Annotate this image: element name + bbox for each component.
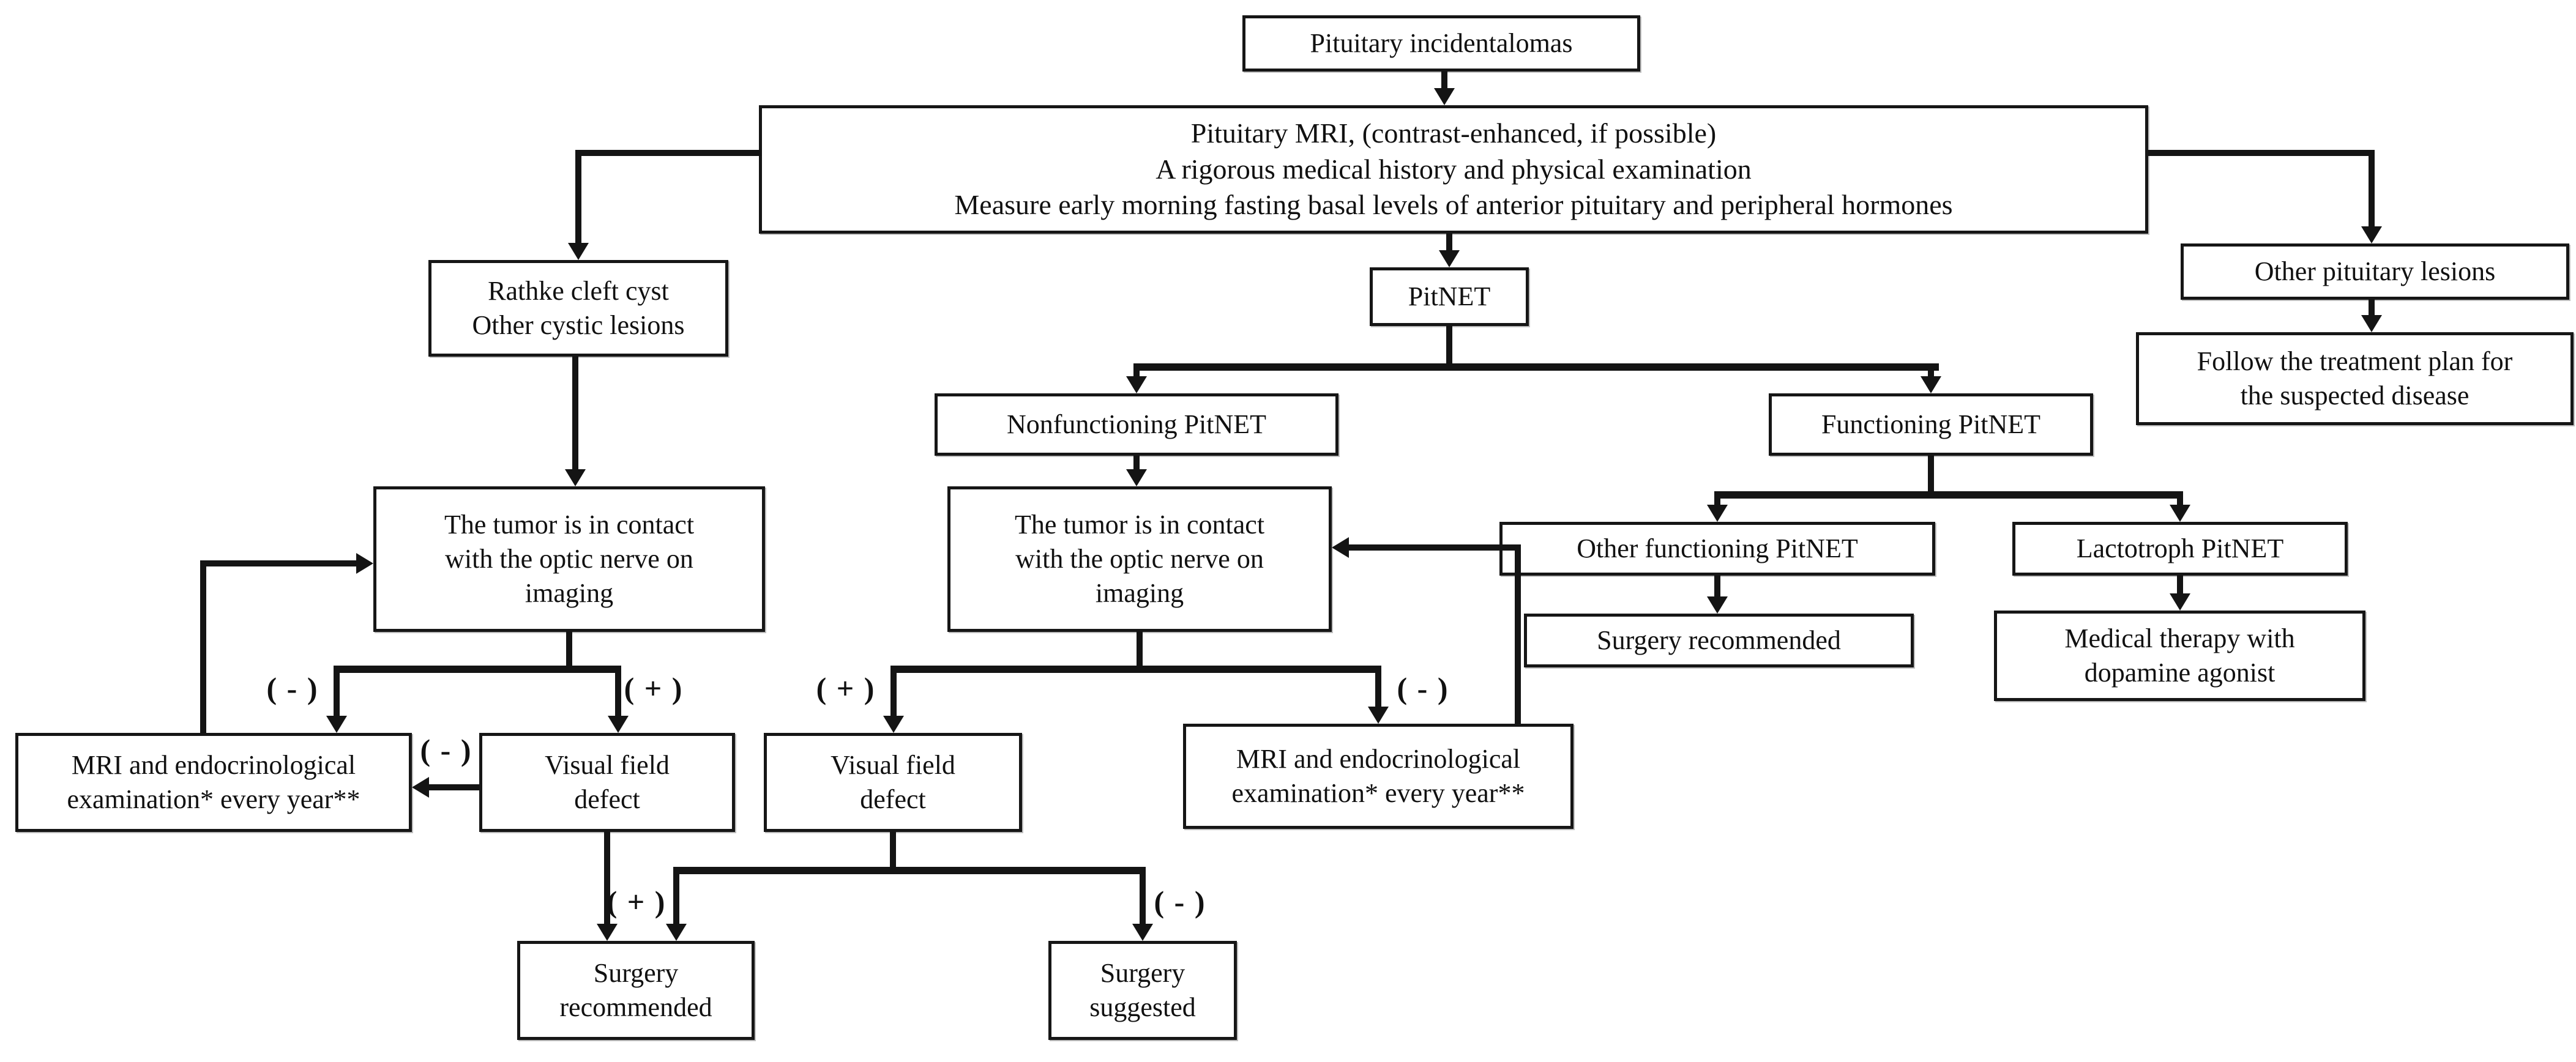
node-follow-treatment-plan: Follow the treatment plan for the suspec… bbox=[2136, 332, 2574, 425]
arrowhead-left-icon bbox=[412, 777, 429, 798]
arrowhead-down-icon bbox=[1126, 376, 1147, 393]
node-initial-workup: Pituitary MRI, (contrast-enhanced, if po… bbox=[759, 105, 2148, 234]
node-mri-endocrine-exam-right: MRI and endocrinological examination* ev… bbox=[1183, 724, 1574, 829]
edge-vfdleft-to-surgery bbox=[604, 832, 610, 924]
edge-pitnet-bar bbox=[1133, 363, 1939, 371]
edge-vfdmid-neg-v bbox=[1140, 867, 1146, 924]
edge-ltumor-bar bbox=[334, 666, 621, 673]
node-visual-field-defect-mid: Visual field defect bbox=[764, 733, 1022, 832]
edge-to-lactotroph bbox=[2177, 491, 2183, 507]
edge-pitnet-stem bbox=[1446, 326, 1452, 365]
edge-label-bottom-positive: ( + ) bbox=[607, 885, 666, 919]
edge-func-stem bbox=[1928, 456, 1934, 492]
node-other-pituitary-lesions: Other pituitary lesions bbox=[2181, 243, 2569, 300]
edge-overview-to-rathke-h bbox=[575, 150, 762, 156]
node-surgery-suggested: Surgery suggested bbox=[1048, 941, 1237, 1040]
node-pitnet: PitNET bbox=[1370, 267, 1529, 326]
edge-rathke-to-tumor bbox=[572, 357, 578, 470]
node-lactotroph-pitnet: Lactotroph PitNET bbox=[2012, 522, 2348, 576]
arrowhead-down-icon bbox=[1126, 469, 1147, 486]
arrowhead-down-icon bbox=[1921, 376, 1941, 393]
arrowhead-down-icon bbox=[883, 716, 904, 733]
edge-mtumor-neg-v bbox=[1375, 666, 1381, 708]
edge-overview-to-rathke-v bbox=[575, 150, 581, 243]
node-pituitary-incidentalomas: Pituitary incidentalomas bbox=[1242, 15, 1640, 72]
arrowhead-down-icon bbox=[565, 469, 586, 486]
edge-overview-to-pitnet bbox=[1446, 234, 1452, 251]
node-other-functioning-pitnet: Other functioning PitNET bbox=[1499, 522, 1935, 576]
node-tumor-optic-contact-left: The tumor is in contact with the optic n… bbox=[373, 486, 765, 632]
arrowhead-right-icon bbox=[356, 553, 373, 574]
arrowhead-down-icon bbox=[568, 243, 589, 260]
node-functioning-pitnet: Functioning PitNET bbox=[1769, 393, 2093, 456]
arrowhead-down-icon bbox=[608, 716, 629, 733]
arrowhead-down-icon bbox=[1707, 505, 1728, 522]
arrowhead-down-icon bbox=[666, 924, 687, 941]
edge-top-to-overview bbox=[1441, 72, 1447, 90]
node-rathke-cleft-cyst: Rathke cleft cyst Other cystic lesions bbox=[428, 260, 728, 357]
arrowhead-down-icon bbox=[326, 716, 347, 733]
arrowhead-down-icon bbox=[1707, 596, 1728, 614]
node-tumor-optic-contact-mid: The tumor is in contact with the optic n… bbox=[947, 486, 1332, 632]
arrowhead-down-icon bbox=[1439, 250, 1460, 267]
edge-vfdmid-pos-v bbox=[673, 867, 679, 924]
arrowhead-down-icon bbox=[1434, 88, 1455, 105]
edge-lacto-to-medther bbox=[2177, 576, 2183, 595]
node-mri-endocrine-exam-left: MRI and endocrinological examination* ev… bbox=[15, 733, 412, 832]
edge-overview-to-otherlesions-h bbox=[2148, 150, 2375, 156]
edge-to-functioning bbox=[1928, 363, 1934, 377]
edge-otherfunc-to-surgery bbox=[1714, 576, 1720, 598]
edge-func-bar bbox=[1714, 491, 2183, 499]
node-surgery-recommended-right: Surgery recommended bbox=[1524, 614, 1914, 667]
arrowhead-down-icon bbox=[597, 924, 618, 941]
arrowhead-down-icon bbox=[2361, 226, 2382, 243]
arrowhead-down-icon bbox=[2170, 505, 2190, 522]
edge-mtumor-pos-v bbox=[890, 666, 897, 717]
node-surgery-recommended-bottom: Surgery recommended bbox=[517, 941, 755, 1040]
edge-feedback-right-h bbox=[1349, 544, 1521, 551]
edge-feedback-right-v bbox=[1515, 544, 1521, 724]
arrowhead-down-icon bbox=[2170, 593, 2190, 611]
node-visual-field-defect-left: Visual field defect bbox=[479, 733, 735, 832]
edge-mtumor-bar bbox=[890, 666, 1381, 673]
node-medical-therapy-dopamine: Medical therapy with dopamine agonist bbox=[1994, 611, 2365, 701]
edge-label-bottom-negative: ( - ) bbox=[1154, 885, 1206, 919]
arrowhead-down-icon bbox=[1368, 707, 1389, 724]
edge-ltumor-stem bbox=[566, 632, 572, 667]
edge-label-mid-negative: ( - ) bbox=[1397, 671, 1449, 705]
edge-mtumor-stem bbox=[1137, 632, 1143, 667]
edge-overview-to-otherlesions-v bbox=[2369, 150, 2375, 228]
edge-to-nonfunctioning bbox=[1133, 363, 1140, 377]
edge-vfdmid-bar bbox=[673, 867, 1146, 874]
edge-to-otherfunc bbox=[1714, 491, 1720, 507]
arrowhead-down-icon bbox=[1132, 924, 1153, 941]
edge-otherlesions-to-plan bbox=[2369, 300, 2375, 316]
arrowhead-left-icon bbox=[1332, 537, 1349, 558]
edge-vfdmid-stem bbox=[890, 832, 896, 869]
edge-label-mid-positive: ( + ) bbox=[816, 671, 876, 705]
node-nonfunctioning-pitnet: Nonfunctioning PitNET bbox=[935, 393, 1338, 456]
edge-feedback-left-v bbox=[200, 560, 206, 733]
edge-label-left-positive: ( + ) bbox=[624, 671, 684, 705]
edge-label-vfd-mri-negative: ( - ) bbox=[420, 733, 472, 767]
edge-ltumor-pos-v bbox=[615, 666, 621, 717]
edge-vfd-to-mri-h bbox=[428, 784, 479, 790]
arrowhead-down-icon bbox=[2361, 315, 2382, 332]
edge-nonfunc-to-tumor bbox=[1133, 456, 1140, 471]
edge-label-left-negative: ( - ) bbox=[266, 671, 319, 705]
edge-feedback-left-h bbox=[200, 560, 357, 566]
edge-ltumor-neg-v bbox=[334, 666, 340, 717]
